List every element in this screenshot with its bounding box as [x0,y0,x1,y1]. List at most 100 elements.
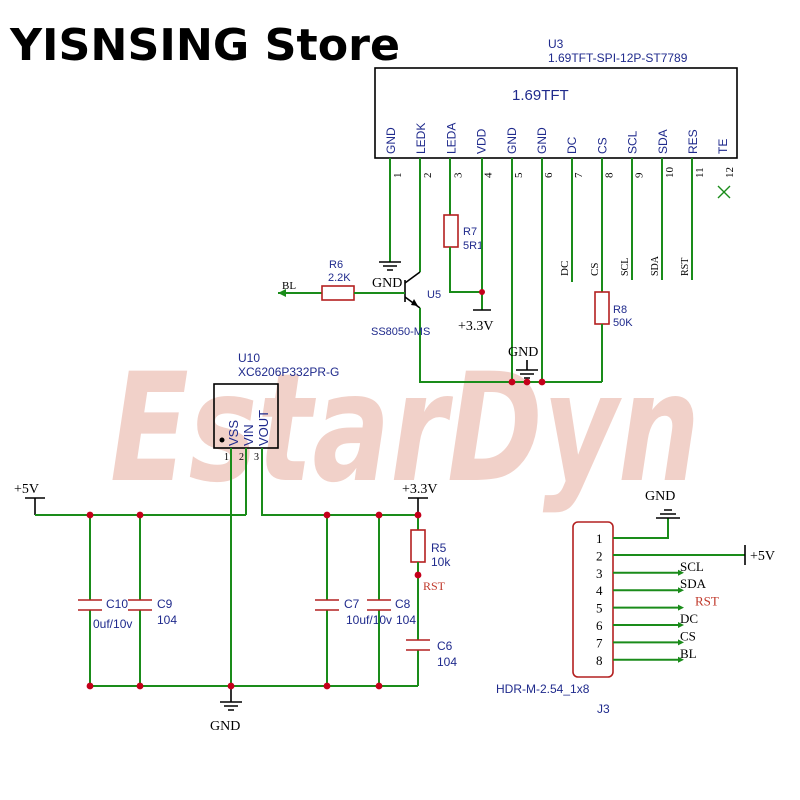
junction-gnd-c8 [375,682,383,690]
leda-r7-net: R7 5R1 [443,158,483,293]
u3-pin-label: GND [505,127,519,154]
r8-ref: R8 [613,304,627,316]
rst-net-label: RST [680,258,691,276]
junction-gnd-c7 [323,682,331,690]
te-no-connect-mark [717,185,731,199]
u3-title: 1.69TFT [512,87,569,104]
u3-ref: U3 [548,37,564,51]
junction-gnd-3 [538,378,546,386]
u3-tft-module: U3 1.69TFT-SPI-12P-ST7789 1.69TFT GND1LE… [374,37,738,199]
u3-pin-number: 11 [694,167,706,178]
junction-5v-c10 [86,511,94,519]
vdd-33v-label: +3.3V [458,319,494,334]
r7-body [443,214,459,248]
r7-ref: R7 [463,226,477,238]
j3-net-label: RST [695,594,719,609]
u10-pin-vin: VIN [241,424,256,446]
wire-33v-rail [261,448,418,516]
j3-pin-arrow [678,604,684,611]
c7-ref: C7 [344,597,360,611]
u3-pin-number: 12 [724,167,736,178]
p5v-label-j3: +5V [750,549,775,564]
r6-value: 2.2K [328,272,351,284]
u3-pin-label: LEDK [414,123,428,154]
junction-vdd [479,289,485,295]
u3-pin-label: CS [595,137,609,154]
c6-value: 104 [437,655,457,669]
j3-pin-number: 5 [596,601,603,616]
j3-pin-number: 4 [596,583,603,598]
junction-33v-c8 [375,511,383,519]
u3-pin-label: RES [686,129,700,154]
j3-net-label: SCL [680,559,704,574]
c9-ref: C9 [157,597,173,611]
u10-regulator: U10 XC6206P332PR-G VSS VIN VOUT 1 2 3 [213,351,339,463]
wire-j3-gnd [613,518,669,539]
u3-pin-label: VDD [475,128,489,154]
bl-net-label: BL [282,280,296,292]
j3-pin-number: 8 [596,653,603,668]
u10-pinnum-3: 3 [254,452,259,463]
store-name: YISNSING Store [9,20,400,71]
r5-body [410,529,426,563]
u3-pin-number: 2 [422,173,434,179]
u3-pins: GND1LEDK2LEDA3VDD4GND5GND6DC7CS8SCL9SDA1… [384,123,736,178]
gnd-symbol-mid [516,360,538,379]
u3-pin-label: GND [535,127,549,154]
c8-plates [367,599,391,611]
u10-part: XC6206P332PR-G [238,365,339,379]
gnd-label-j3: GND [645,489,675,504]
j3-net-label: DC [680,611,698,626]
u10-pin1-marker [219,437,225,443]
junction-gnd-1 [508,378,516,386]
u3-pin-number: 10 [664,167,676,179]
gnd-label-u3: GND [372,276,402,291]
u3-body [374,67,738,159]
junction-rst [414,571,422,579]
bl-r6-net: BL R6 2.2K [278,259,405,301]
u3-pin-label: DC [565,136,579,154]
junction-gnd-vss [227,682,235,690]
u3-pin-number: 1 [392,173,404,179]
c9-plates [128,599,152,611]
junction-gnd-2 [523,378,531,386]
j3-pin-number: 7 [596,635,603,650]
c7-plates [315,599,339,611]
u3-pin-label: TE [716,139,730,154]
u3-pin-label: LEDA [444,123,458,154]
r5-ref: R5 [431,541,447,555]
j3-pin-arrow [678,639,684,646]
j3-net-label: CS [680,628,696,643]
u3-pin-label: SCL [626,130,640,154]
u3-pin-number: 6 [543,172,555,178]
r5-value: 10k [431,555,451,569]
r8-value: 50K [613,317,633,329]
u5-collector [404,271,421,284]
u3-pin-number: 4 [483,172,495,178]
u3-pin-label: GND [384,127,398,154]
u3-pin-number: 3 [452,172,464,178]
j3-pin-number: 1 [596,531,603,546]
rst-net-label-power: RST [423,579,446,593]
scl-net-label: SCL [620,258,631,276]
junction-5v-c9 [136,511,144,519]
u3-pin-label: SDA [656,129,670,154]
u3-pin-number: 8 [603,172,615,178]
u5-emitter-arrow [411,299,418,306]
c10-ref: C10 [106,597,128,611]
j3-pin-number: 3 [596,566,603,581]
r6-ref: R6 [329,259,343,271]
u5-ref: U5 [427,289,441,301]
j3-pin-arrow [678,569,684,576]
p33v-label-right: +3.3V [402,482,438,497]
u10-ref: U10 [238,351,260,365]
junction-gnd-c10 [86,682,94,690]
cs-net-label: CS [589,263,601,276]
sda-net-label: SDA [650,255,661,276]
wire-r7-33v [449,247,482,293]
gnd-symbol-j3 [656,509,680,519]
c8-ref: C8 [395,597,411,611]
